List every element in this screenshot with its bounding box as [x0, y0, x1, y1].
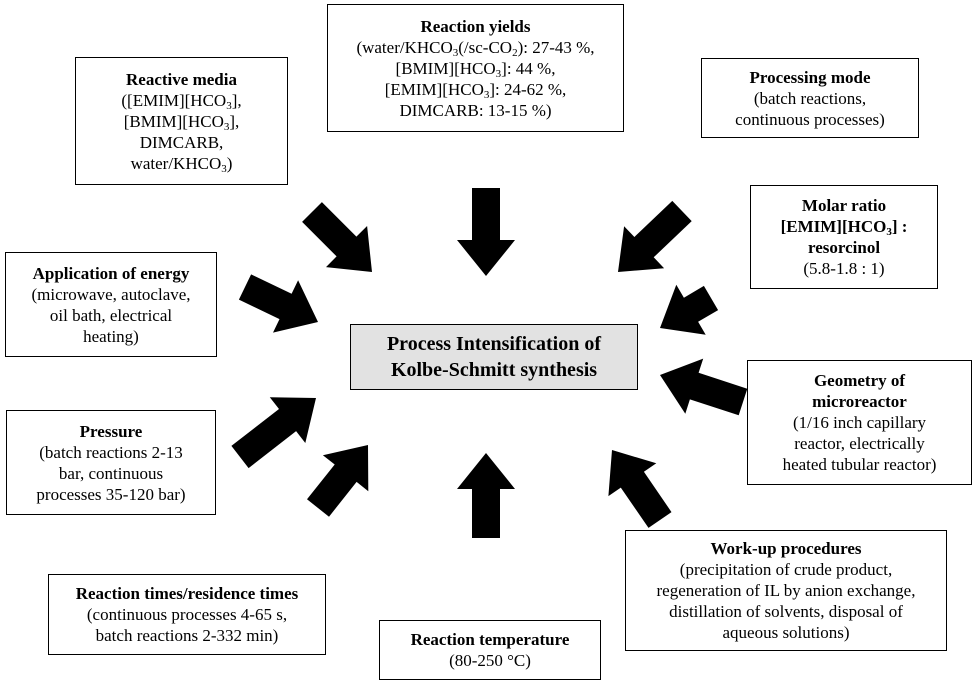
arrow-from-geometry — [660, 358, 748, 416]
arrow-from-reactive-media — [302, 202, 372, 272]
arrow-from-application-energy — [238, 274, 318, 333]
processing-mode-title: Processing mode — [749, 67, 871, 87]
application-energy-box: Application of energy (microwave, autocl… — [5, 252, 217, 357]
molar-ratio-box: Molar ratio [EMIM][HCO3] : resorcinol (5… — [750, 185, 938, 289]
reaction-yields-line-4: DIMCARB: 13-15 %) — [399, 100, 552, 120]
geometry-line-2: reactor, electrically — [794, 434, 925, 453]
pressure-box: Pressure (batch reactions 2-13 bar, cont… — [6, 410, 216, 515]
arrow-from-processing-mode — [618, 200, 692, 272]
reaction-times-title: Reaction times/residence times — [75, 584, 299, 603]
arrow-from-molar-ratio — [660, 284, 719, 335]
workup-box: Work-up procedures (precipitation of cru… — [625, 530, 947, 651]
workup-title: Work-up procedures — [710, 539, 862, 558]
processing-mode-line-1: (batch reactions, — [753, 88, 867, 108]
pressure-title: Pressure — [79, 421, 143, 441]
reaction-temperature-title: Reaction temperature — [410, 630, 570, 649]
molar-ratio-line-1: (5.8-1.8 : 1) — [803, 259, 885, 278]
application-energy-line-2: oil bath, electrical — [49, 305, 173, 325]
reaction-yields-title: Reaction yields — [420, 16, 531, 36]
molar-ratio-title-1: Molar ratio — [801, 196, 887, 215]
reaction-yields-box: Reaction yields (water/KHCO3(/sc-CO2): 2… — [327, 4, 624, 132]
pressure-line-2: bar, continuous — [58, 463, 164, 483]
reactive-media-line-3: DIMCARB, — [139, 132, 224, 152]
arrow-from-reaction-temperature — [457, 453, 515, 538]
molar-ratio-title-2: [EMIM][HCO3] : — [780, 217, 908, 238]
reaction-times-box: Reaction times/residence times (continuo… — [48, 574, 326, 655]
processing-mode-line-2: continuous processes) — [735, 109, 885, 129]
workup-line-4: aqueous solutions) — [722, 623, 850, 642]
application-energy-line-1: (microwave, autoclave, — [31, 284, 191, 304]
geometry-line-1: (1/16 inch capillary — [792, 413, 927, 432]
reactive-media-box: Reactive media ([EMIM][HCO3], [BMIM][HCO… — [75, 57, 288, 185]
geometry-title-2: microreactor — [812, 392, 907, 411]
geometry-title-1: Geometry of — [813, 371, 906, 390]
reaction-times-line-2: batch reactions 2-332 min) — [95, 626, 279, 645]
geometry-box: Geometry of microreactor (1/16 inch capi… — [747, 360, 972, 485]
arrow-from-workup — [608, 450, 672, 528]
workup-line-3: distillation of solvents, disposal of — [669, 602, 903, 621]
center-title-box: Process Intensification of Kolbe-Schmitt… — [350, 324, 638, 390]
pressure-line-3: processes 35-120 bar) — [36, 484, 186, 504]
center-title-line-1: Process Intensification of — [386, 333, 602, 355]
workup-line-2: regeneration of IL by anion exchange, — [656, 581, 916, 600]
reactive-media-title: Reactive media — [126, 69, 237, 89]
application-energy-line-3: heating) — [83, 326, 139, 346]
workup-line-1: (precipitation of crude product, — [679, 560, 893, 579]
arrow-from-reaction-yields — [457, 188, 515, 276]
reaction-temperature-line-1: (80-250 °C) — [449, 651, 531, 670]
molar-ratio-title-3: resorcinol — [807, 238, 881, 257]
reactive-media-line-1: ([EMIM][HCO3], — [121, 90, 242, 112]
reaction-yields-line-3: [EMIM][HCO3]: 24-62 %, — [384, 79, 567, 101]
arrow-from-pressure — [231, 397, 316, 469]
reaction-temperature-box: Reaction temperature (80-250 °C) — [379, 620, 601, 680]
reactive-media-line-4: water/KHCO3) — [130, 153, 233, 175]
application-energy-title: Application of energy — [32, 263, 190, 283]
reaction-times-line-1: (continuous processes 4-65 s, — [86, 605, 288, 624]
reaction-yields-line-1: (water/KHCO3(/sc-CO2): 27-43 %, — [356, 37, 595, 59]
arrow-from-reaction-times — [307, 445, 369, 517]
reactive-media-line-2: [BMIM][HCO3], — [123, 111, 240, 133]
pressure-line-1: (batch reactions 2-13 — [39, 442, 183, 462]
reaction-yields-line-2: [BMIM][HCO3]: 44 %, — [395, 58, 556, 80]
center-title-line-2: Kolbe-Schmitt synthesis — [390, 359, 598, 381]
geometry-line-3: heated tubular reactor) — [782, 455, 937, 474]
processing-mode-box: Processing mode (batch reactions, contin… — [701, 58, 919, 138]
